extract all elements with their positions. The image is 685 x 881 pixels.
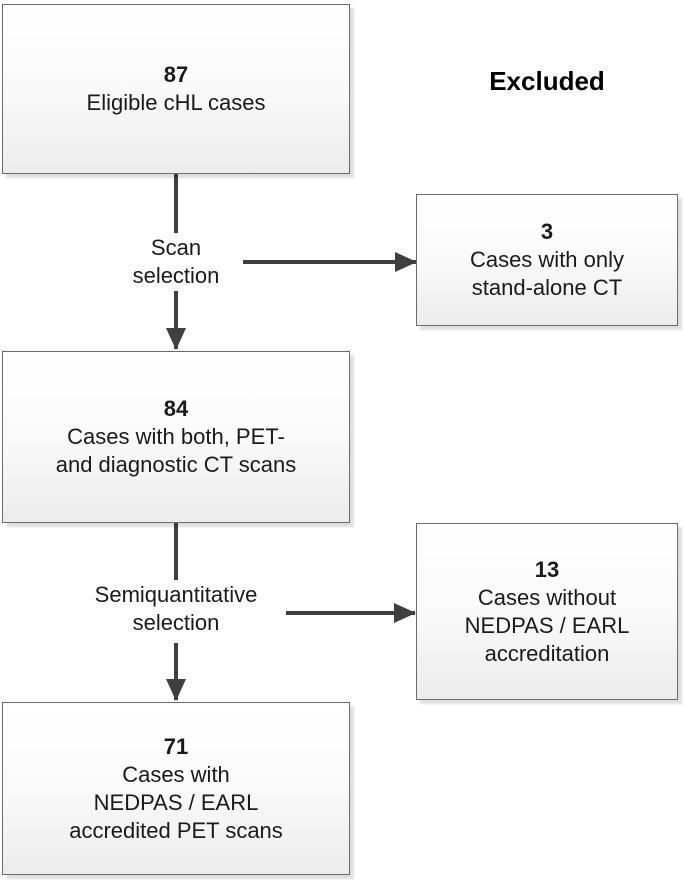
box-accredited-pet-count: 71 [163, 733, 189, 759]
box-pet-and-ct-line: Cases with both, PET- [67, 424, 285, 449]
box-accredited-pet-line: NEDPAS / EARL [93, 789, 259, 815]
box-no-accreditation-count: 13 [534, 556, 560, 582]
box-pet-and-ct-line: and diagnostic CT scans [55, 452, 297, 477]
box-eligible-cases: 87 Eligible cHL cases [2, 4, 350, 174]
box-no-accreditation-line: Cases without [477, 584, 617, 610]
box-standalone-ct-count: 3 [540, 219, 554, 244]
box-pet-and-ct-count: 84 [163, 396, 189, 421]
semiquantitative-selection-label: Semiquantitative selection [26, 581, 326, 637]
box-pet-and-ct-cases: 84 Cases with both, PET- and diagnostic … [2, 351, 350, 523]
box-no-accreditation-excluded: 13 Cases without NEDPAS / EARL accredita… [416, 523, 678, 700]
semiquantitative-selection-label-line: Semiquantitative [94, 582, 258, 607]
scan-selection-label: Scan selection [66, 234, 286, 290]
box-standalone-ct-line: stand-alone CT [471, 275, 623, 300]
box-eligible-count: 87 [163, 62, 189, 87]
box-accredited-pet-line: Cases with [122, 761, 230, 787]
box-eligible-line: Eligible cHL cases [86, 90, 266, 115]
box-no-accreditation-line: accreditation [484, 640, 610, 666]
excluded-column-header: Excluded [489, 66, 605, 96]
box-accredited-pet-cases: 71 Cases with NEDPAS / EARL accredited P… [2, 702, 350, 875]
box-standalone-ct-line: Cases with only [469, 247, 625, 272]
box-standalone-ct-excluded: 3 Cases with only stand-alone CT [416, 194, 678, 326]
box-no-accreditation-line: NEDPAS / EARL [464, 612, 630, 638]
semiquantitative-selection-label-line: selection [132, 610, 220, 635]
scan-selection-label-line: selection [132, 263, 220, 288]
box-accredited-pet-line: accredited PET scans [69, 817, 283, 843]
scan-selection-label-line: Scan [150, 235, 202, 260]
